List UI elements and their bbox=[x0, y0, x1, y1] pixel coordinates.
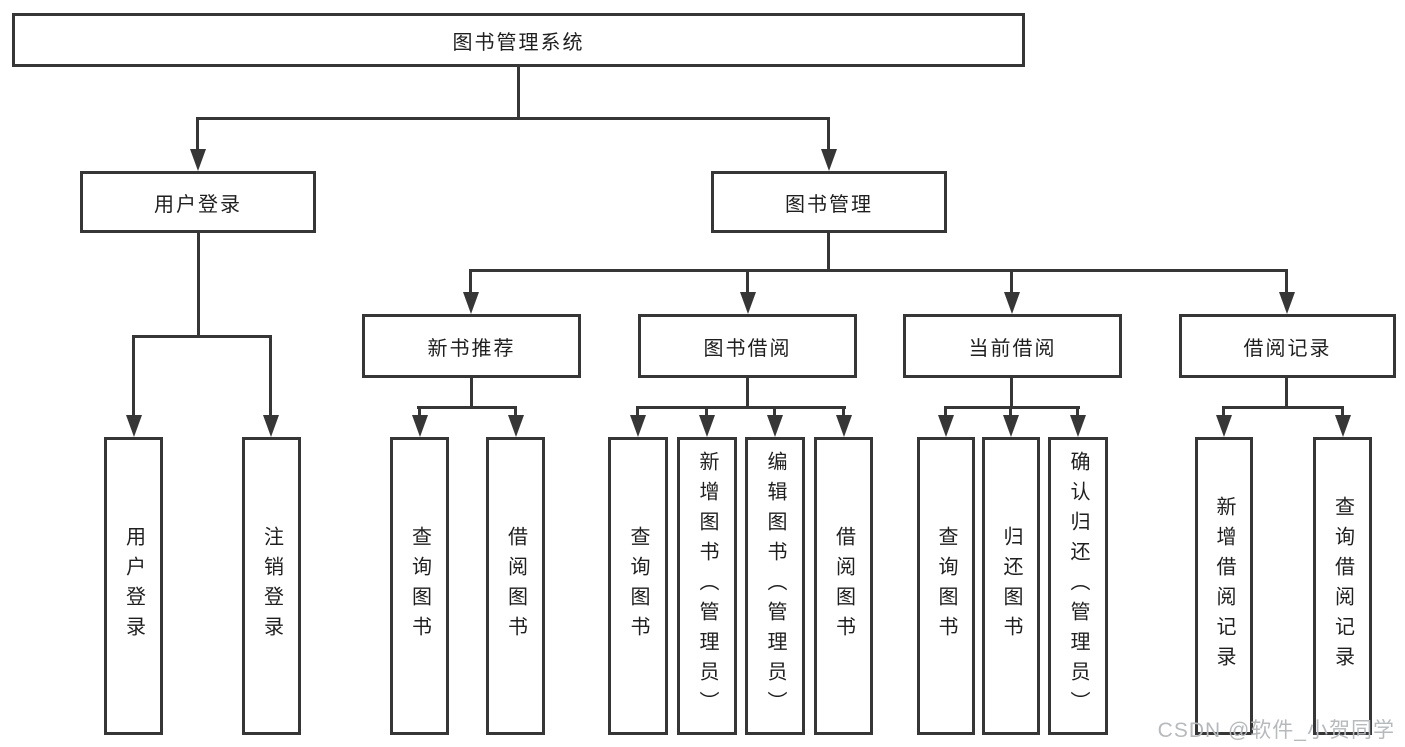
node-leaf-query-books-3-label: 查询图书 bbox=[935, 526, 957, 646]
arrowhead-icon bbox=[190, 149, 206, 171]
connector-line bbox=[636, 406, 846, 409]
node-leaf-query-books-3: 查询图书 bbox=[917, 437, 975, 735]
node-leaf-user-login-label: 用户登录 bbox=[122, 526, 145, 646]
node-leaf-borrow-books-1: 借阅图书 bbox=[486, 437, 545, 735]
node-leaf-query-books-1: 查询图书 bbox=[390, 437, 449, 735]
node-leaf-borrow-books-1-label: 借阅图书 bbox=[504, 526, 527, 646]
node-book-management: 图书管理 bbox=[711, 171, 947, 233]
connector-line bbox=[746, 269, 749, 294]
node-leaf-borrow-books-2-label: 借阅图书 bbox=[832, 526, 855, 646]
node-leaf-confirm-return-admin: 确认归还（管理员） bbox=[1048, 437, 1108, 735]
connector-line bbox=[196, 117, 830, 120]
arrowhead-icon bbox=[740, 292, 756, 314]
csdn-watermark: CSDN @软件_小贺同学 bbox=[1157, 719, 1395, 742]
connector-line bbox=[944, 406, 1080, 409]
node-leaf-query-books-1-label: 查询图书 bbox=[408, 526, 431, 646]
node-leaf-return-books-label: 归还图书 bbox=[1000, 526, 1022, 646]
node-leaf-user-login: 用户登录 bbox=[104, 437, 163, 735]
node-leaf-add-borrow-record-label: 新增借阅记录 bbox=[1213, 496, 1235, 676]
connector-line bbox=[1222, 406, 1344, 409]
node-book-borrowing: 图书借阅 bbox=[638, 314, 857, 378]
node-leaf-logout-label: 注销登录 bbox=[260, 526, 283, 646]
connector-line bbox=[197, 233, 200, 337]
connector-line bbox=[469, 269, 472, 294]
connector-line bbox=[132, 335, 272, 338]
connector-line bbox=[269, 335, 272, 419]
node-leaf-query-books-2-label: 查询图书 bbox=[627, 526, 649, 646]
arrowhead-icon bbox=[630, 415, 646, 437]
arrowhead-icon bbox=[1003, 415, 1019, 437]
arrowhead-icon bbox=[508, 415, 524, 437]
connector-line bbox=[1010, 378, 1013, 409]
arrowhead-icon bbox=[1279, 292, 1295, 314]
node-leaf-add-borrow-record: 新增借阅记录 bbox=[1195, 437, 1253, 735]
connector-line bbox=[470, 378, 473, 409]
node-leaf-logout: 注销登录 bbox=[242, 437, 301, 735]
node-current-borrowing-label: 当前借阅 bbox=[968, 337, 1057, 360]
arrowhead-icon bbox=[463, 292, 479, 314]
arrowhead-icon bbox=[699, 415, 715, 437]
connector-line bbox=[773, 406, 776, 418]
arrowhead-icon bbox=[821, 149, 837, 171]
connector-line bbox=[827, 117, 830, 153]
arrowhead-icon bbox=[412, 415, 428, 437]
node-leaf-query-borrow-record-label: 查询借阅记录 bbox=[1331, 496, 1354, 676]
node-borrowing-records-label: 借阅记录 bbox=[1243, 337, 1332, 360]
arrowhead-icon bbox=[1335, 415, 1351, 437]
node-leaf-edit-book-admin: 编辑图书（管理员） bbox=[745, 437, 805, 735]
node-leaf-query-borrow-record: 查询借阅记录 bbox=[1313, 437, 1372, 735]
arrowhead-icon bbox=[1004, 292, 1020, 314]
node-leaf-return-books: 归还图书 bbox=[982, 437, 1040, 735]
node-book-management-label: 图书管理 bbox=[785, 193, 873, 216]
node-leaf-add-book-admin-label: 新增图书（管理员） bbox=[696, 451, 718, 721]
connector-line bbox=[636, 406, 639, 418]
connector-line bbox=[1285, 269, 1288, 294]
arrowhead-icon bbox=[1070, 415, 1086, 437]
connector-line bbox=[1341, 406, 1344, 418]
arrowhead-icon bbox=[938, 415, 954, 437]
connector-line bbox=[705, 406, 708, 418]
node-book-borrowing-label: 图书借阅 bbox=[703, 337, 792, 360]
node-leaf-confirm-return-admin-label: 确认归还（管理员） bbox=[1067, 451, 1089, 721]
connector-line bbox=[517, 67, 520, 119]
connector-line bbox=[417, 406, 517, 409]
connector-line bbox=[132, 335, 135, 419]
connector-line bbox=[944, 406, 947, 418]
node-user-login: 用户登录 bbox=[80, 171, 316, 233]
node-leaf-query-books-2: 查询图书 bbox=[608, 437, 668, 735]
node-leaf-edit-book-admin-label: 编辑图书（管理员） bbox=[764, 451, 786, 721]
arrowhead-icon bbox=[126, 415, 142, 437]
arrowhead-icon bbox=[836, 415, 852, 437]
connector-line bbox=[469, 269, 1288, 272]
arrowhead-icon bbox=[263, 415, 279, 437]
node-user-login-label: 用户登录 bbox=[154, 193, 242, 216]
node-current-borrowing: 当前借阅 bbox=[903, 314, 1122, 378]
node-new-book-recommend-label: 新书推荐 bbox=[427, 337, 516, 360]
connector-line bbox=[1009, 406, 1012, 418]
connector-line bbox=[196, 117, 199, 153]
connector-line bbox=[842, 406, 845, 418]
connector-line bbox=[1010, 269, 1013, 294]
node-leaf-add-book-admin: 新增图书（管理员） bbox=[677, 437, 737, 735]
connector-line bbox=[1285, 378, 1288, 409]
connector-line bbox=[514, 406, 517, 418]
connector-line bbox=[1076, 406, 1079, 418]
node-borrowing-records: 借阅记录 bbox=[1179, 314, 1396, 378]
node-root: 图书管理系统 bbox=[12, 13, 1025, 67]
node-new-book-recommend: 新书推荐 bbox=[362, 314, 581, 378]
arrowhead-icon bbox=[767, 415, 783, 437]
connector-line bbox=[1222, 406, 1225, 418]
arrowhead-icon bbox=[1216, 415, 1232, 437]
node-leaf-borrow-books-2: 借阅图书 bbox=[814, 437, 873, 735]
connector-line bbox=[418, 406, 421, 418]
node-root-label: 图书管理系统 bbox=[452, 31, 585, 54]
connector-line bbox=[746, 378, 749, 409]
connector-line bbox=[827, 233, 830, 272]
